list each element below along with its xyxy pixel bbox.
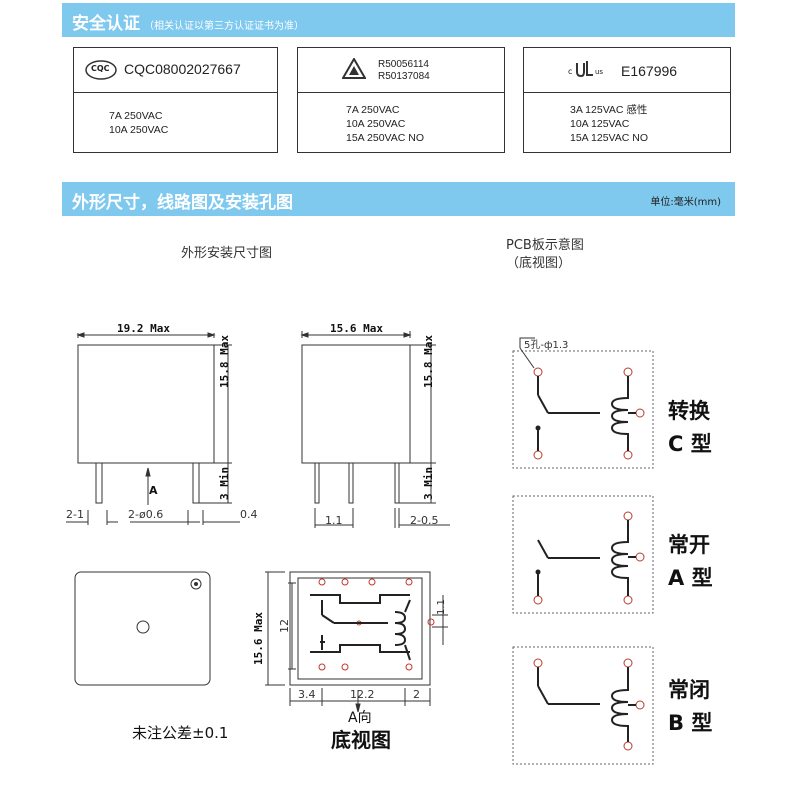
cert-box-triangle: R50056114 R50137084 7A 250VAC 10A 250VAC… [297, 47, 505, 153]
pcb-diagram-a [512, 495, 654, 614]
section-title: 安全认证（相关认证以第三方认证证书为准） [72, 14, 304, 34]
rating-line: 7A 250VAC [346, 104, 400, 116]
cert-box-cqc: CQC CQC08002027667 7A 250VAC 10A 250VAC [73, 47, 278, 153]
dim-height-side: 15.8 Max [422, 335, 435, 388]
rating-line: 15A 125VAC NO [570, 132, 649, 144]
cert-header: c us E167996 [524, 48, 730, 93]
outline-caption: 外形安装尺寸图 [181, 246, 273, 261]
section-header-dimensions: 外形尺寸，线路图及安装孔图 单位:毫米(mm) [62, 182, 735, 216]
rating-line: 15A 250VAC NO [346, 132, 425, 144]
bottom-view-drawing [265, 571, 448, 713]
type-a-line2: A 型 [668, 566, 713, 590]
side-view-drawing [300, 331, 450, 528]
cqc-logo-icon [85, 60, 117, 80]
dim-1-1-b: 1.1 [436, 599, 447, 615]
section-subtitle: （相关认证以第三方认证证书为准） [144, 21, 304, 32]
dim-width-front: 19.2 Max [117, 322, 170, 335]
ul-logo-icon [576, 61, 593, 78]
bottom-view-pads [318, 578, 435, 671]
dim-2: 2 [413, 688, 420, 701]
pcb-caption: PCB板示意图 [506, 238, 584, 253]
rating-line: 10A 250VAC [109, 124, 169, 136]
type-a-line1: 常开 [668, 533, 710, 557]
section-title: 外形尺寸，线路图及安装孔图 [72, 193, 293, 213]
dim-pin-dia: 2-ø0.6 [128, 508, 164, 521]
pcb-diagram-b [512, 646, 654, 765]
bottom-view-title: 底视图 [331, 728, 391, 752]
dim-12-2: 12.2 [350, 688, 375, 701]
cqc-logo-text: CQC [91, 64, 110, 73]
type-c-line1: 转换 [668, 399, 710, 423]
section-header-certification: 安全认证（相关认证以第三方认证证书为准） [62, 3, 735, 37]
dim-12: 12 [278, 619, 291, 633]
unit-label: 单位:毫米(mm) [650, 197, 721, 208]
dim-pin-front: 3 Min [218, 466, 231, 500]
type-b-line2: B 型 [668, 711, 713, 735]
cert-ratings: 3A 125VAC 感性 10A 125VAC 15A 125VAC NO [524, 92, 730, 152]
cert-box-ul: c us E167996 3A 125VAC 感性 10A 125VAC 15A… [523, 47, 731, 153]
dim-height-front: 15.8 Max [218, 335, 231, 388]
arrow-a-label: A [149, 484, 158, 497]
rating-line: 10A 125VAC [570, 118, 630, 130]
pcb-subcaption: （底视图） [506, 256, 572, 271]
top-view-drawing [74, 571, 211, 686]
dim-width-side: 15.6 Max [330, 322, 383, 335]
dim-2-1: 2-1 [66, 508, 84, 521]
front-view-drawing [66, 332, 240, 525]
a-direction-label: A向 [348, 710, 372, 726]
cert-number: E167996 [621, 63, 678, 79]
type-b-line1: 常闭 [668, 678, 710, 702]
rating-line: 7A 250VAC [109, 110, 163, 122]
dim-pin-side: 3 Min [422, 466, 435, 500]
cert-number: R50056114 [378, 59, 429, 70]
bottom-view-schematic [310, 594, 411, 661]
ul-us-text: us [595, 68, 604, 76]
dim-2-0-5: 2-0.5 [410, 514, 439, 527]
cert-number: R50137084 [378, 71, 430, 82]
rating-line: 10A 250VAC [346, 118, 406, 130]
dim-0-4: 0.4 [240, 508, 258, 521]
ul-c-text: c [568, 67, 573, 76]
cert-numbers: R50056114 R50137084 [378, 59, 430, 83]
type-c-line2: C 型 [668, 432, 712, 456]
cert-header: CQC CQC08002027667 [74, 48, 277, 93]
rating-line: 3A 125VAC 感性 [570, 104, 648, 116]
pcb-diagram-c [512, 337, 654, 469]
cert-number: CQC08002027667 [124, 61, 241, 77]
dim-3-4: 3.4 [298, 688, 316, 701]
cert-ratings: 7A 250VAC 10A 250VAC 15A 250VAC NO [298, 92, 504, 152]
dim-1-1: 1.1 [325, 514, 343, 527]
triangle-mark-icon [342, 58, 366, 79]
pcb-holes-label: 5孔-ф1.3 [524, 340, 569, 351]
cert-header: R50056114 R50137084 [298, 48, 504, 93]
tolerance-note: 未注公差±0.1 [132, 724, 229, 742]
cert-ratings: 7A 250VAC 10A 250VAC [74, 92, 277, 152]
dim-height-bottom: 15.6 Max [252, 612, 265, 665]
